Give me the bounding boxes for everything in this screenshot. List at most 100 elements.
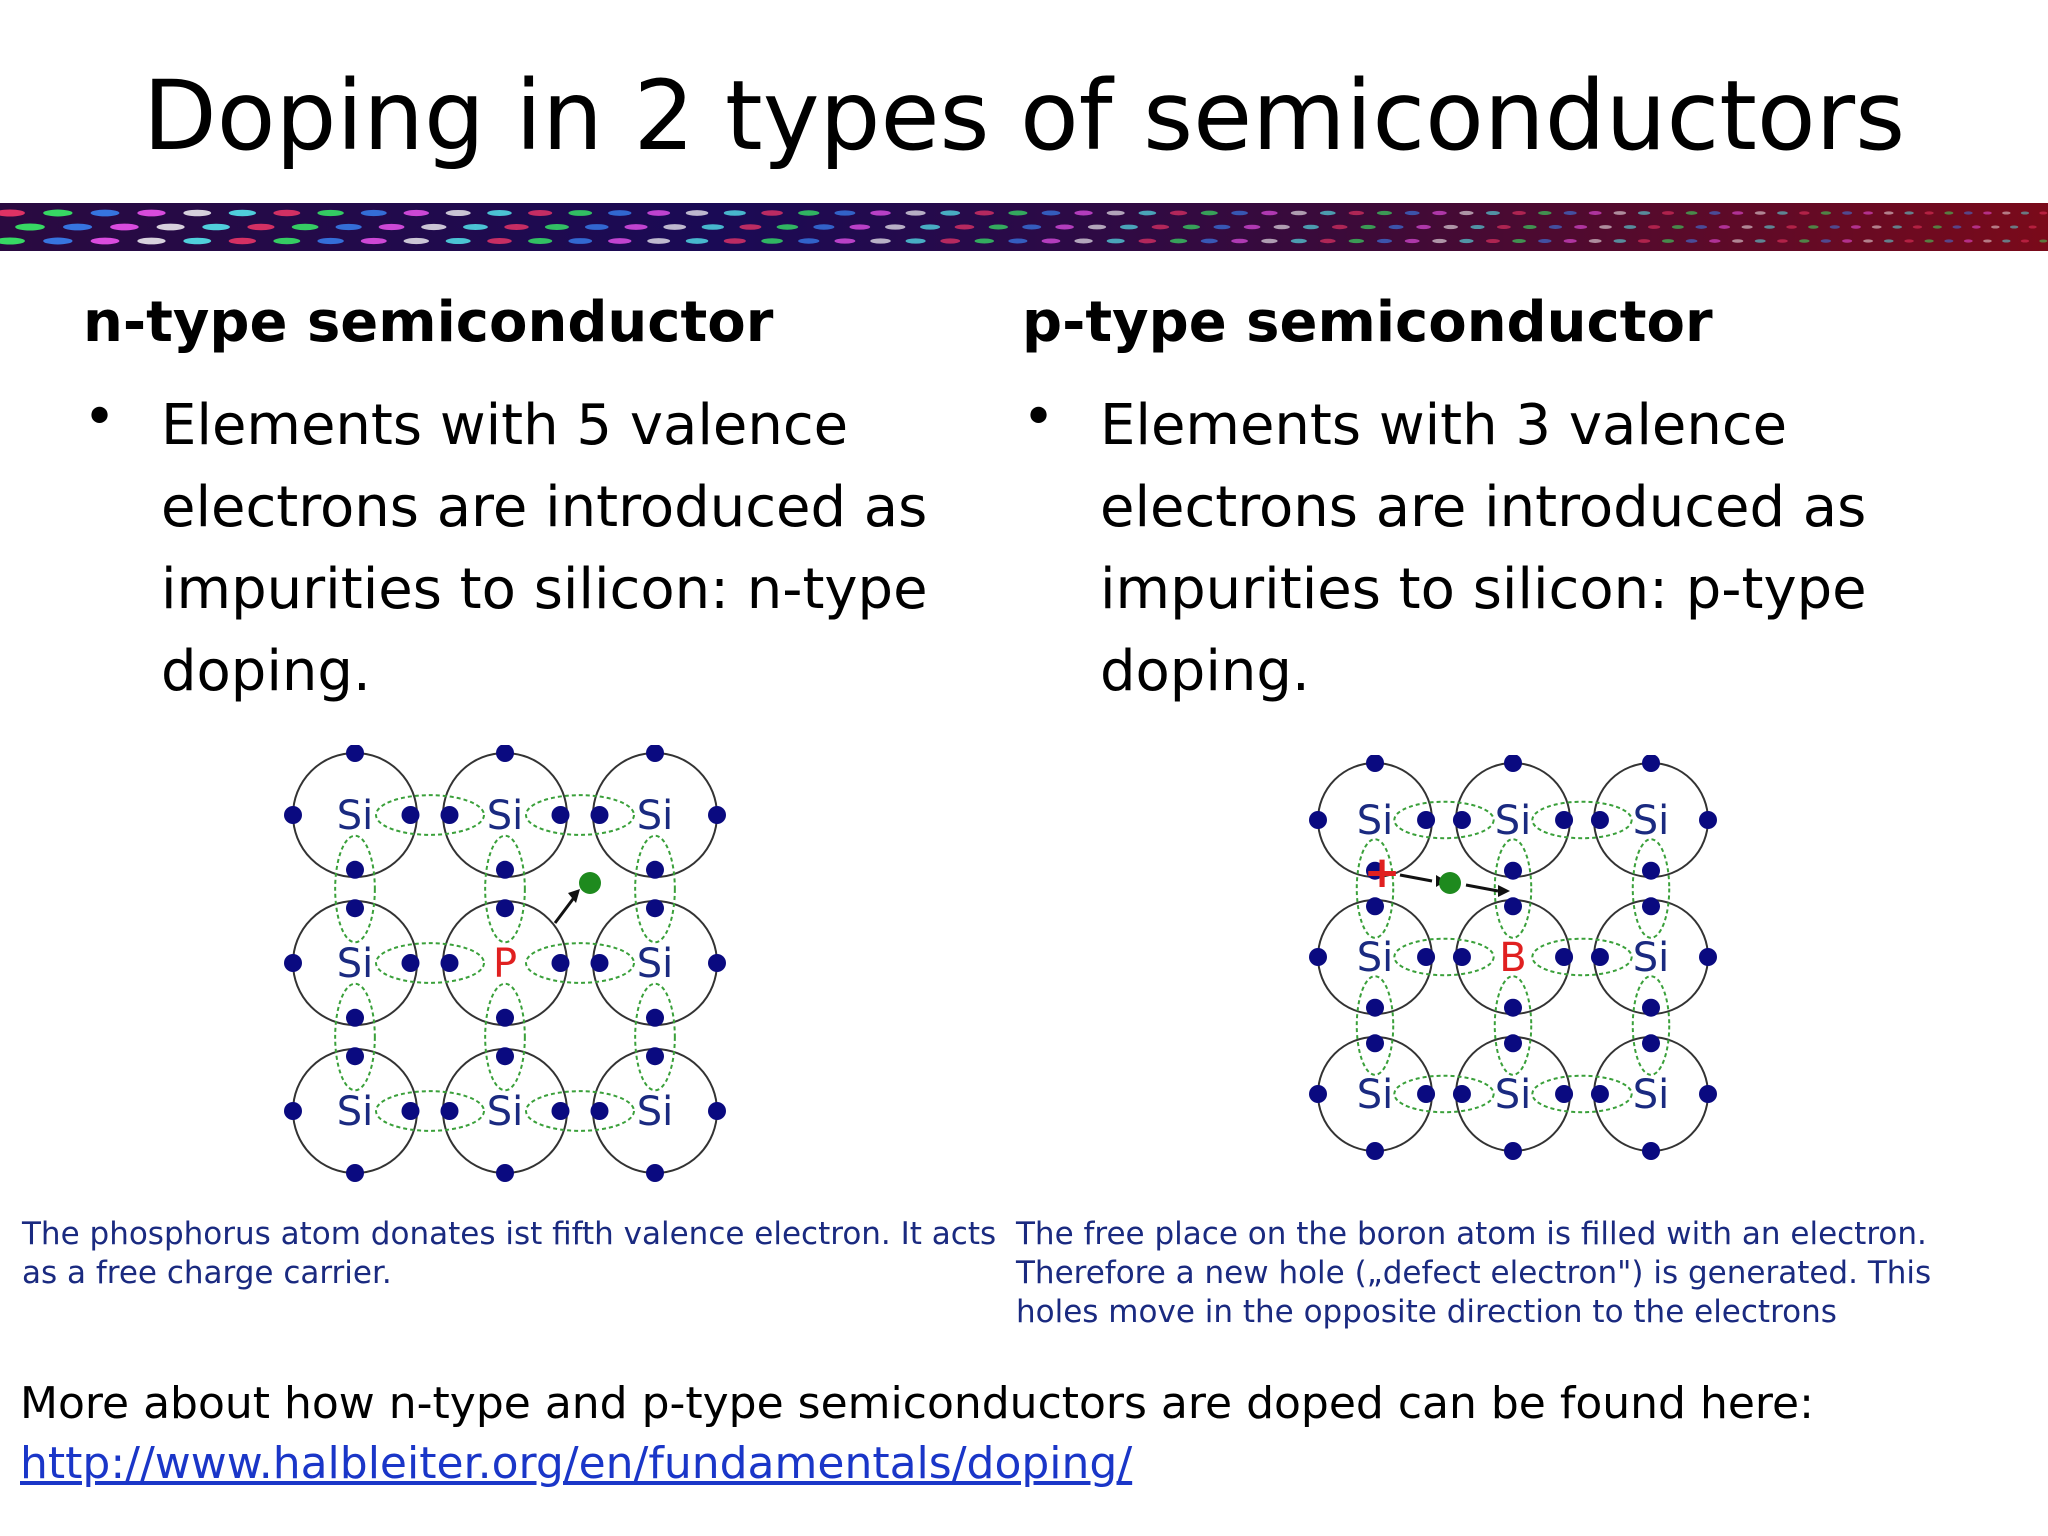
banner-light [1912,225,1923,229]
banner-light [1741,225,1753,229]
banner-light [1512,210,1526,216]
banner-light [528,238,553,244]
banner-light [1319,238,1336,244]
banner-light [1924,211,1934,215]
banner-light [1106,210,1125,216]
banner-light [110,223,139,231]
electron-dot [646,745,664,762]
banner-light [798,238,820,244]
banner-light [2002,239,2011,243]
electron-dot [284,1102,302,1120]
banner-light [1820,211,1832,215]
silicon-atom-label: Si [1357,1072,1394,1118]
banner-light [584,224,609,230]
banner-light [43,237,73,245]
electron-dot [1366,1142,1384,1160]
slide-title: Doping in 2 types of semiconductors [142,60,1906,172]
banner-light [403,237,430,245]
banner-light [1588,239,1602,243]
silicon-atom-label: Si [1633,798,1670,844]
electron-dot [401,806,420,824]
n-type-heading: n-type semiconductor [83,290,774,355]
hole-plus-icon: + [1364,847,1401,898]
banner-light [1842,239,1853,243]
banner-light [1754,239,1766,243]
electron-dot [1366,998,1384,1017]
free-electron-dot [579,872,601,894]
electron-dot [1504,861,1522,880]
silicon-atom-label: Si [1633,935,1670,981]
banner-light [568,238,593,244]
banner-light [1588,211,1602,215]
electron-dot [1504,897,1522,916]
banner-light [1041,238,1061,244]
banner-light [1871,225,1882,229]
banner-light [685,238,709,244]
banner-light [1432,210,1447,216]
banner-light [1485,210,1500,216]
banner-light [608,210,632,216]
electron-dot [646,860,664,879]
banner-light [1883,211,1894,215]
electron-dot [1417,811,1436,829]
n-type-bullet: • Elements with 5 valence electrons are … [83,385,943,713]
banner-light [273,237,301,245]
banner-light [1695,225,1708,229]
covalent-bond [1493,838,1533,939]
banner-light [663,224,687,230]
banner-light [905,238,926,244]
electron-dot [708,1102,726,1120]
electron-dot [1555,811,1574,829]
electron-dot [1452,1085,1471,1103]
banner-light [1991,225,2000,229]
banner-light [2002,211,2011,215]
banner-light [1538,211,1552,215]
banner-light [2020,211,2030,215]
n-type-bullet-text: Elements with 5 valence electrons are in… [161,393,928,704]
electron-dot [590,954,609,972]
banner-light [1983,211,1992,215]
banner-light [1786,225,1797,229]
banner-light [528,210,553,216]
banner-light [335,223,362,231]
electron-dot [401,954,420,972]
banner-light [1613,211,1627,215]
covalent-bond [1393,1074,1495,1114]
electron-dot [1642,861,1660,880]
electron-dot [284,954,302,972]
p-type-bullet: • Elements with 3 valence electrons are … [1022,385,1882,713]
covalent-bond [1393,800,1495,840]
halbleiter-link[interactable]: http://www.halbleiter.org/en/fundamental… [20,1438,1133,1489]
banner-light [1952,225,1962,229]
banner-light [1850,225,1861,229]
decorative-banner [0,203,2048,251]
banner-light [1963,211,1973,215]
electron-dot [1366,897,1384,916]
banner-light [90,237,120,245]
banner-light [834,210,856,216]
covalent-bond [334,834,376,944]
banner-light [360,237,387,245]
covalent-bond [1531,1074,1633,1114]
banner-light [1151,224,1170,230]
banner-light [974,210,995,216]
banner-light [1764,225,1776,229]
banner-light [1777,211,1788,215]
covalent-bond [1531,937,1633,977]
banner-light [445,209,471,217]
banner-light [2028,225,2037,229]
banner-light [1732,211,1744,215]
banner-light [317,209,344,217]
bullet-icon: • [83,385,117,450]
electron-dot [346,1164,364,1182]
banner-light [1213,224,1231,230]
banner-light [228,209,257,217]
banner-light [1119,224,1138,230]
electron-dot [646,1008,664,1027]
electron-dot [590,1102,609,1120]
banner-light [1376,210,1393,216]
banner-light [1799,211,1810,215]
banner-light [247,223,275,231]
electron-dot [551,806,570,824]
